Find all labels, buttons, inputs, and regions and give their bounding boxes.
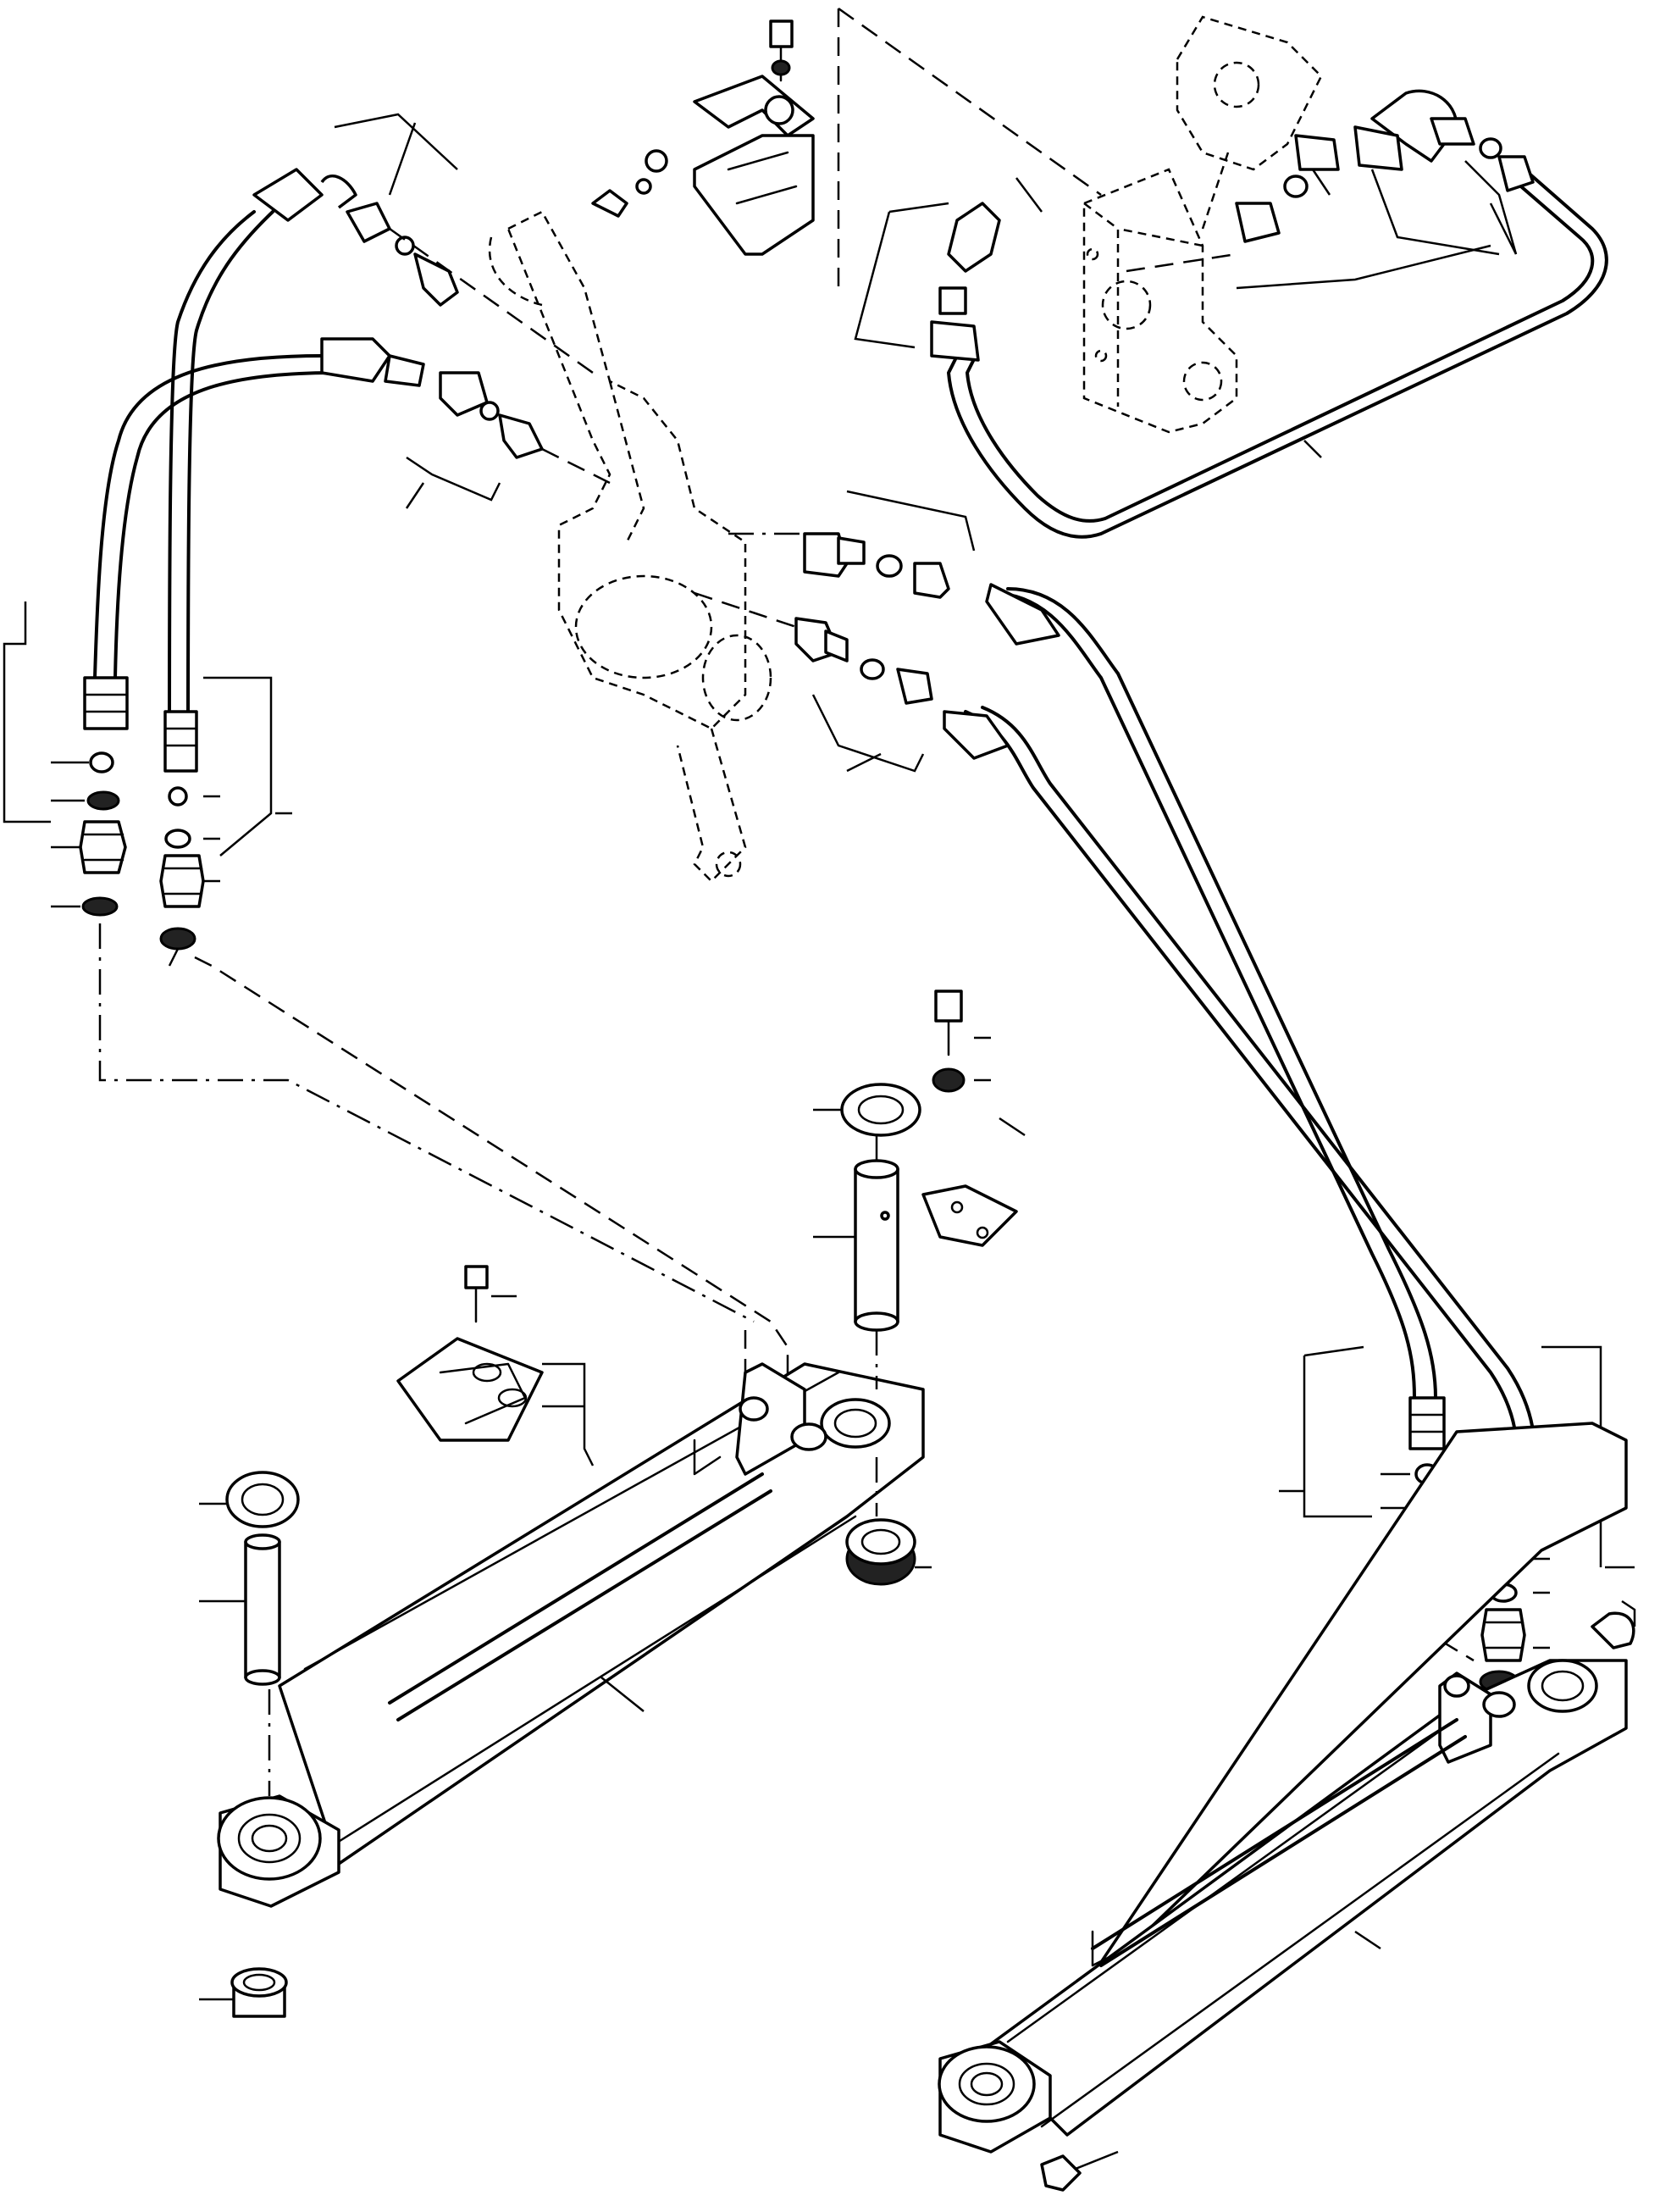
left-hydraulic-cylinder: [217, 1362, 925, 1908]
upper-right-pipe: [854, 89, 1608, 539]
control-valve-block: [1082, 15, 1323, 434]
left-hose-fittings: [3, 602, 789, 1389]
mounting-bracket-top: [591, 7, 1102, 288]
right-long-hoses: [694, 490, 1537, 1493]
right-hydraulic-cylinder: [938, 1422, 1636, 2192]
upper-left-hoses: [93, 113, 611, 747]
left-cylinder-pins: [199, 1471, 300, 2018]
hose-clamp-plate: [396, 1265, 595, 1466]
center-pin-assembly: [813, 990, 1026, 1586]
steering-valve-housing: [488, 210, 772, 883]
